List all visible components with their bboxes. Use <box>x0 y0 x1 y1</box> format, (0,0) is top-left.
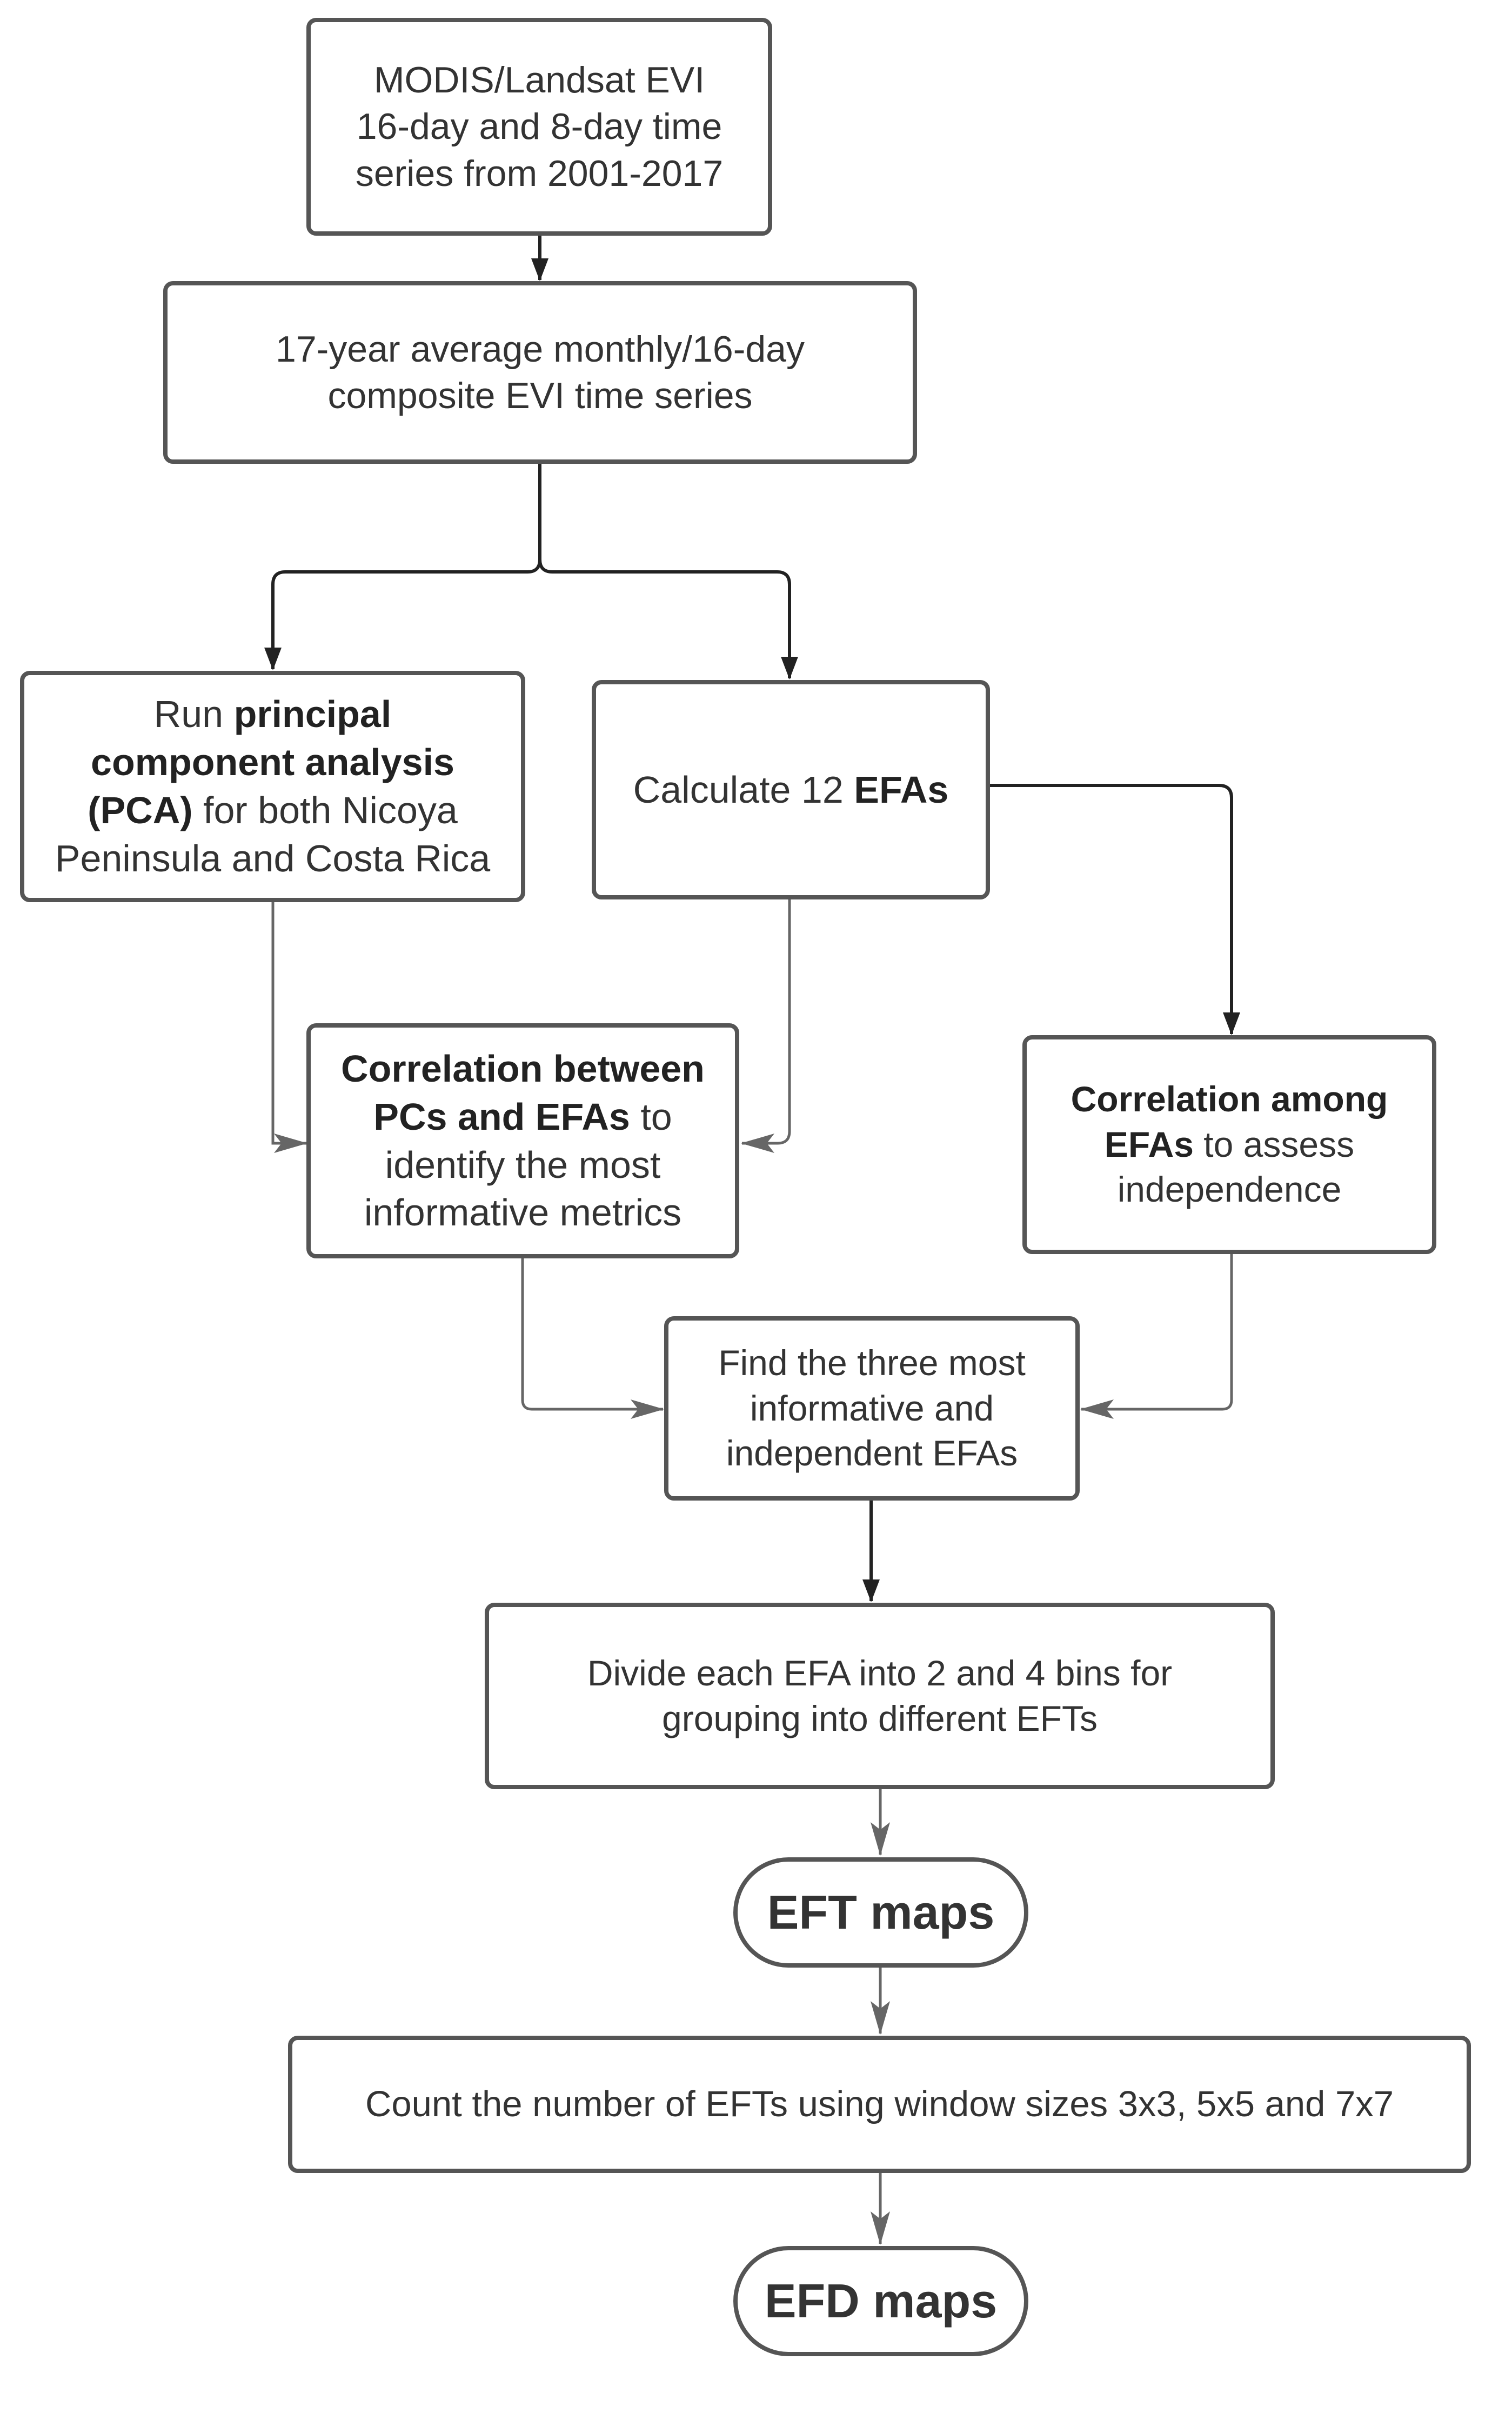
corr-pcs-efas-box: Correlation between PCs and EFAs to iden… <box>306 1023 739 1258</box>
arrow-efas-to-corr-pcs <box>741 899 791 1153</box>
arrow-efas-to-corr-efas <box>990 784 1240 1035</box>
arrow-corr-pcs-to-find <box>521 1258 664 1419</box>
arrow-corr-efas-to-find <box>1080 1254 1233 1419</box>
efd-maps-text: EFD maps <box>764 2274 998 2328</box>
eft-maps-terminal: EFT maps <box>733 1857 1028 1968</box>
pca-text: Run principal component analysis (PCA) f… <box>55 693 491 879</box>
eft-maps-text: EFT maps <box>767 1885 995 1939</box>
count-text: Count the number of EFTs using window si… <box>365 2084 1394 2125</box>
composite-box: 17-year average monthly/16-day composite… <box>163 281 917 464</box>
efas-text: Calculate 12 EFAs <box>633 768 949 811</box>
corr-among-efas-bold-text: Correlation among EFAs <box>1071 1078 1388 1164</box>
arrow-composite-to-efas <box>538 559 798 679</box>
corr-among-efas-box: Correlation among EFAs to assess indepen… <box>1022 1035 1436 1254</box>
pca-box: Run principal component analysis (PCA) f… <box>20 671 525 902</box>
arrow-pca-to-corr-pcs <box>271 902 307 1153</box>
efas-bold-text: EFAs <box>854 768 949 811</box>
corr-pcs-efas-bold-text: Correlation between PCs and EFAs <box>341 1047 705 1138</box>
divide-box: Divide each EFA into 2 and 4 bins for gr… <box>485 1603 1275 1789</box>
input-series-box: MODIS/Landsat EVI 16-day and 8-day time … <box>306 18 772 236</box>
corr-among-efas-text: Correlation among EFAs to assess indepen… <box>1071 1078 1388 1210</box>
divide-text: Divide each EFA into 2 and 4 bins for gr… <box>587 1652 1173 1738</box>
pca-bold-text: principal component analysis (PCA) <box>88 693 454 831</box>
arrow-composite-to-pca <box>264 464 541 670</box>
efd-maps-terminal: EFD maps <box>733 2246 1028 2356</box>
count-box: Count the number of EFTs using window si… <box>288 2036 1471 2173</box>
find-three-box: Find the three most informative and inde… <box>664 1316 1080 1501</box>
efas-box: Calculate 12 EFAs <box>592 680 990 899</box>
find-three-text: Find the three most informative and inde… <box>718 1342 1026 1474</box>
input-series-text: MODIS/Landsat EVI 16-day and 8-day time … <box>355 59 724 194</box>
composite-text: 17-year average monthly/16-day composite… <box>276 328 805 416</box>
corr-pcs-efas-text: Correlation between PCs and EFAs to iden… <box>341 1047 705 1234</box>
